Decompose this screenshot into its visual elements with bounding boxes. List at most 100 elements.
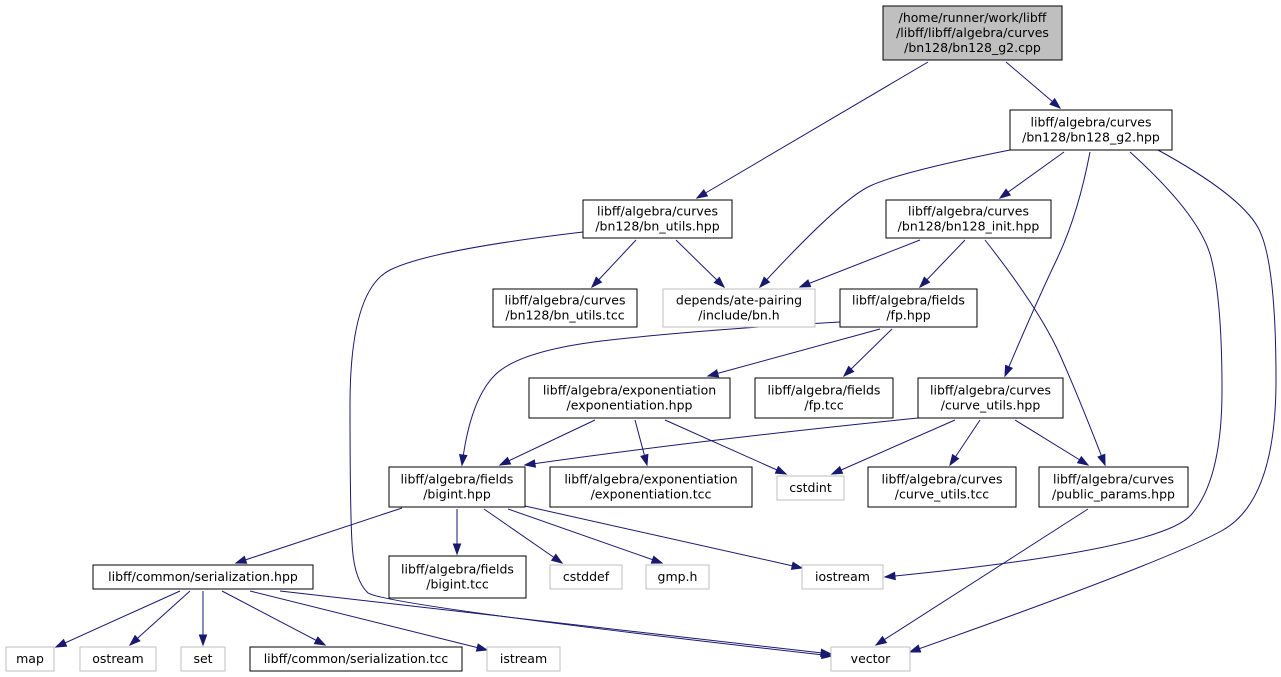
node-ostream: ostream: [79, 646, 157, 672]
node-box: [830, 646, 911, 672]
edge-root-to-bnutilshpp: [695, 61, 929, 199]
node-label-line: /include/bn.h: [698, 308, 779, 323]
node-curveutilshpp[interactable]: libff/algebra/curves/curve_utils.hpp: [917, 377, 1064, 419]
node-serhpp[interactable]: libff/common/serialization.hpp: [92, 564, 314, 590]
node-label-line: /bn128/bn_utils.tcc: [505, 308, 624, 323]
node-label-line: libff/algebra/curves: [597, 204, 718, 219]
node-box: [645, 564, 710, 590]
node-g2hpp[interactable]: libff/algebra/curves/bn128/bn128_g2.hpp: [1009, 109, 1173, 151]
node-label-line: /home/runner/work/libff: [899, 10, 1047, 25]
node-label-line: libff/algebra/curves: [1031, 115, 1152, 130]
node-label-line: iostream: [815, 569, 870, 584]
edge-biginthpp-to-cstddef: [483, 508, 564, 564]
edge-serhpp-to-vector: [279, 590, 833, 658]
edge-curveutilshpp-to-curveutilstcc: [949, 419, 981, 467]
node-label-line: libff/algebra/curves: [930, 383, 1051, 398]
node-label-line: /bn128/bn128_g2.cpp: [904, 40, 1041, 55]
edge-biginthpp-to-iostream: [524, 505, 804, 570]
node-box: [1038, 466, 1189, 508]
node-box: [5, 646, 55, 672]
edge-fphpp-to-biginthpp: [459, 321, 841, 467]
edge-inithpp-to-publicparams: [984, 239, 1106, 467]
edge-g2hpp-to-vector: [908, 149, 1277, 653]
node-exphpp[interactable]: libff/algebra/exponentiation/exponentiat…: [528, 377, 731, 419]
node-label-line: /curve_utils.tcc: [895, 487, 990, 502]
edge-curveutilshpp-to-publicparams: [1014, 419, 1090, 466]
edge-serhpp-to-map: [54, 590, 181, 648]
node-fptcc[interactable]: libff/algebra/fields/fp.tcc: [754, 377, 894, 419]
node-bnutilstcc[interactable]: libff/algebra/curves/bn128/bn_utils.tcc: [492, 288, 638, 328]
edges-layer: [54, 61, 1277, 660]
node-label-line: libff/common/serialization.hpp: [108, 569, 298, 584]
node-label-line: libff/algebra/fields: [401, 472, 514, 487]
node-box: [528, 377, 731, 419]
edge-inithpp-to-fphpp: [918, 239, 966, 289]
node-box: [180, 646, 226, 672]
node-biginthpp[interactable]: libff/algebra/fields/bigint.hpp: [388, 466, 526, 508]
node-map: map: [5, 646, 55, 672]
node-label-line: libff/algebra/curves: [1053, 472, 1174, 487]
node-exptcc[interactable]: libff/algebra/exponentiation/exponentiat…: [549, 466, 753, 508]
node-box: [1009, 109, 1173, 151]
node-label-line: depends/ate-pairing: [676, 293, 802, 308]
edge-inithpp-to-bnh: [798, 239, 921, 288]
node-label-line: libff/algebra/fields: [401, 562, 514, 577]
node-bnutilshpp[interactable]: libff/algebra/curves/bn128/bn_utils.hpp: [582, 199, 733, 239]
node-label-line: cstddef: [563, 569, 610, 584]
edge-fphpp-to-fptcc: [842, 328, 893, 378]
edge-exphpp-to-biginthpp: [498, 419, 596, 466]
node-box: [754, 377, 894, 419]
node-box: [549, 466, 753, 508]
edge-serhpp-to-istream: [249, 590, 489, 652]
node-box: [249, 646, 463, 672]
node-label-line: /curve_utils.hpp: [941, 398, 1041, 413]
edge-g2hpp-to-bnh: [759, 149, 1011, 289]
node-label-line: libff/algebra/fields: [768, 383, 881, 398]
edge-curveutilshpp-to-cstdint: [830, 419, 956, 475]
node-publicparams[interactable]: libff/algebra/curves/public_params.hpp: [1038, 466, 1189, 508]
node-box: [867, 466, 1017, 508]
node-biginttcc[interactable]: libff/algebra/fields/bigint.tcc: [388, 555, 527, 599]
node-curveutilstcc[interactable]: libff/algebra/curves/curve_utils.tcc: [867, 466, 1017, 508]
edge-serhpp-to-ostream: [128, 590, 191, 646]
node-label-line: vector: [851, 651, 892, 666]
node-label-line: /public_params.hpp: [1052, 487, 1175, 502]
edge-biginthpp-to-gmph: [507, 508, 664, 564]
node-label-line: libff/algebra/exponentiation: [564, 472, 737, 487]
nodes-layer: /home/runner/work/libff/libff/libff/alge…: [5, 5, 1189, 672]
node-fphpp[interactable]: libff/algebra/fields/fp.hpp: [839, 288, 978, 328]
node-label-line: /exponentiation.tcc: [591, 487, 712, 502]
node-label-line: libff/algebra/fields: [852, 293, 965, 308]
node-label-line: /libff/libff/algebra/curves: [896, 25, 1049, 40]
node-root[interactable]: /home/runner/work/libff/libff/libff/alge…: [882, 5, 1063, 61]
node-label-line: set: [193, 651, 212, 666]
node-label-line: /bn128/bn128_g2.hpp: [1022, 130, 1160, 145]
node-sertcc[interactable]: libff/common/serialization.tcc: [249, 646, 463, 672]
node-iostream: iostream: [801, 564, 884, 590]
node-box: [486, 646, 561, 672]
edge-fphpp-to-exphpp: [706, 328, 881, 378]
node-label-line: libff/algebra/curves: [882, 472, 1003, 487]
node-label-line: map: [16, 651, 44, 666]
node-label-line: libff/common/serialization.tcc: [264, 651, 449, 666]
edge-g2hpp-to-iostream: [883, 151, 1223, 581]
node-label-line: cstdint: [789, 480, 832, 495]
node-label-line: istream: [500, 651, 547, 666]
node-set: set: [180, 646, 226, 672]
edge-serhpp-to-sertcc: [221, 590, 327, 646]
node-label-line: /exponentiation.hpp: [567, 398, 693, 413]
node-inithpp[interactable]: libff/algebra/curves/bn128/bn128_init.hp…: [885, 199, 1052, 239]
node-label-line: gmp.h: [658, 569, 698, 584]
node-cstddef: cstddef: [549, 564, 623, 590]
node-box: [492, 288, 638, 328]
edge-root-to-g2hpp: [1005, 61, 1062, 109]
edge-g2hpp-to-inithpp: [998, 151, 1065, 199]
node-box: [801, 564, 884, 590]
edge-g2hpp-to-curveutilshpp: [1004, 151, 1091, 378]
node-box: [776, 475, 845, 501]
node-label-line: /fp.tcc: [804, 398, 843, 413]
node-box: [582, 199, 733, 239]
node-box: [882, 5, 1063, 61]
node-box: [885, 199, 1052, 239]
